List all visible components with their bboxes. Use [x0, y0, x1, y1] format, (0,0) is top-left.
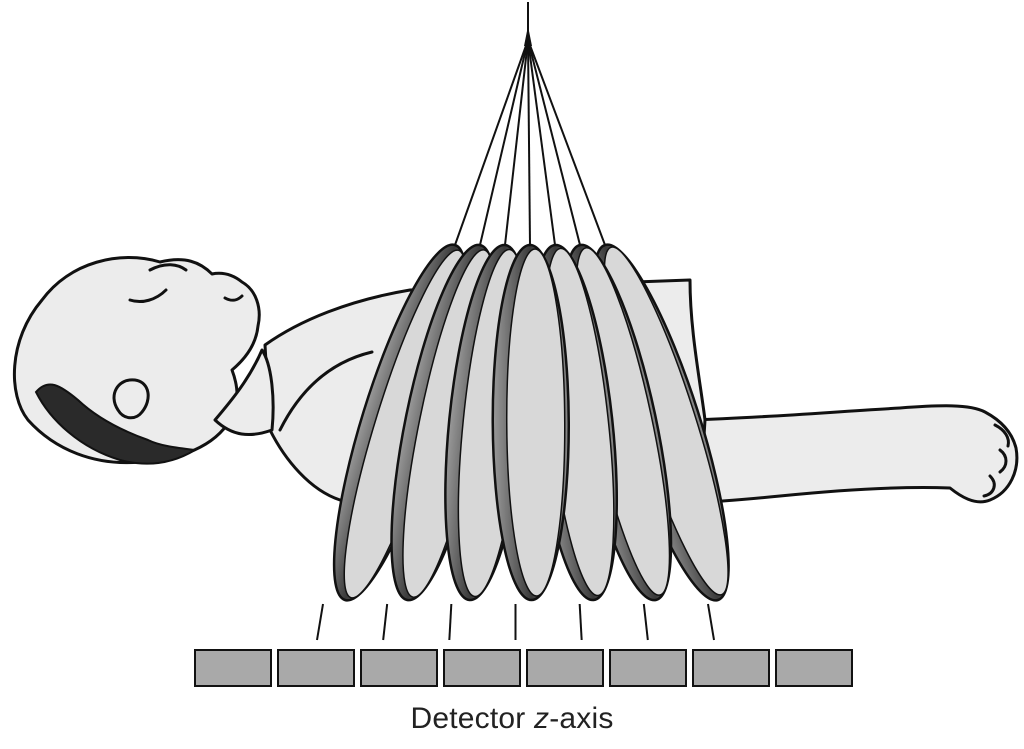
patient-brow — [148, 263, 188, 272]
patient-head — [12, 256, 261, 465]
caption-axis-letter: z — [533, 702, 550, 735]
leader-line — [578, 603, 583, 641]
patient-fingers — [982, 423, 1010, 498]
beam-ray — [479, 39, 529, 246]
xray-beams — [454, 2, 606, 246]
detector-row — [194, 649, 853, 687]
detector-element — [775, 649, 853, 687]
detector-element — [360, 649, 438, 687]
patient-arm — [688, 404, 1019, 504]
detector-z-axis-label: Detector z-axis — [0, 702, 1024, 736]
patient-neck — [213, 348, 275, 437]
beam-ray — [504, 39, 529, 246]
patient-ear — [112, 378, 150, 420]
beam-ray — [527, 39, 556, 246]
detector-element — [526, 649, 604, 687]
beam-ray — [454, 39, 529, 246]
xray-source — [524, 26, 532, 46]
ct-slice — [491, 243, 571, 602]
detector-element — [443, 649, 521, 687]
detector-element — [609, 649, 687, 687]
leader-line — [707, 603, 715, 641]
caption-prefix: Detector — [410, 702, 534, 735]
leader-line — [382, 603, 389, 641]
patient-mouth — [223, 294, 244, 302]
detector-element — [194, 649, 272, 687]
beam-ray — [527, 39, 531, 246]
detector-element — [277, 649, 355, 687]
caption-suffix: -axis — [549, 702, 614, 735]
leader-line — [316, 603, 324, 641]
ct-slices — [332, 243, 730, 602]
detector-element — [692, 649, 770, 687]
beam-ray — [527, 39, 581, 246]
detector-leader-lines — [316, 603, 715, 641]
leader-line — [448, 603, 453, 641]
beam-ray — [527, 39, 606, 246]
leader-line — [642, 603, 649, 641]
patient-hair — [34, 383, 199, 465]
patient-shoulder — [278, 350, 374, 432]
patient-eye — [128, 288, 168, 304]
